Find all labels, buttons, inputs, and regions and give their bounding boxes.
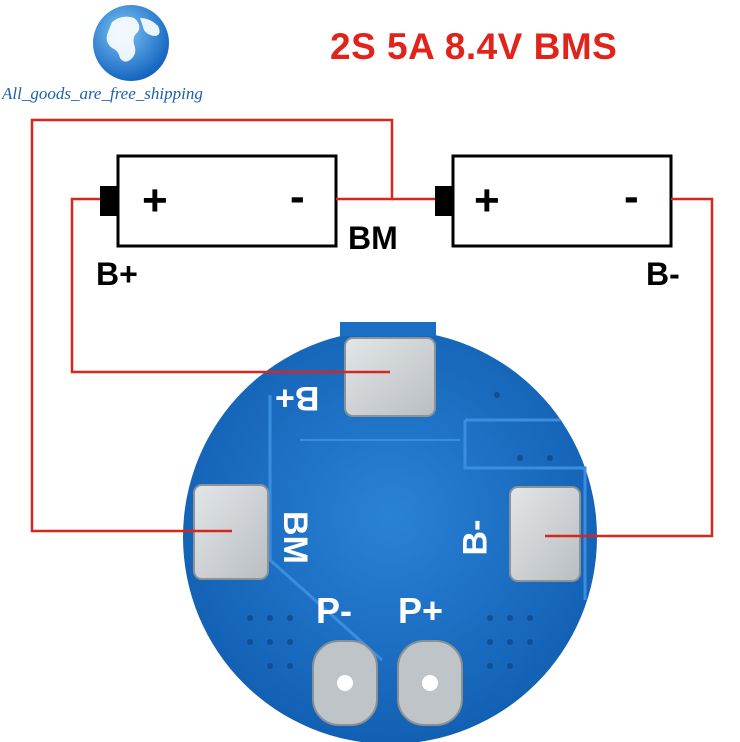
- output-pad-p-plus: [397, 640, 463, 726]
- label-bm: BM: [348, 220, 398, 256]
- output-pad-p-minus: [312, 640, 378, 726]
- label-b-minus: B-: [646, 256, 680, 292]
- pad-b-plus: [344, 337, 436, 417]
- board-notch: [340, 322, 436, 336]
- silk-b-plus: B+: [275, 379, 320, 417]
- page-title: 2S 5A 8.4V BMS: [330, 26, 618, 67]
- wire-b-plus: [70, 197, 390, 374]
- pad-b-minus: [509, 486, 581, 582]
- battery-1-minus-sign: -: [290, 172, 305, 221]
- bms-board: [183, 322, 597, 742]
- wire-bm: [30, 118, 394, 533]
- battery-2-plus-sign: +: [474, 176, 500, 225]
- store-slogan: All_goods_are_free_shipping: [2, 84, 203, 103]
- globe-logo-icon: [93, 5, 169, 81]
- wire-b-minus: [545, 197, 714, 538]
- battery-2: [435, 154, 673, 248]
- battery-1-plus-sign: +: [142, 176, 168, 225]
- battery-2-terminal: [435, 186, 453, 216]
- wires: [30, 118, 714, 538]
- silk-bm: BM: [275, 511, 314, 564]
- silk-p-minus: P-: [316, 590, 352, 631]
- battery-1: [100, 154, 338, 248]
- battery-2-minus-sign: -: [624, 172, 639, 221]
- silk-p-plus: P+: [398, 590, 444, 631]
- silk-b-minus: B-: [456, 519, 495, 556]
- battery-1-terminal: [100, 186, 118, 216]
- label-b-plus: B+: [96, 256, 138, 292]
